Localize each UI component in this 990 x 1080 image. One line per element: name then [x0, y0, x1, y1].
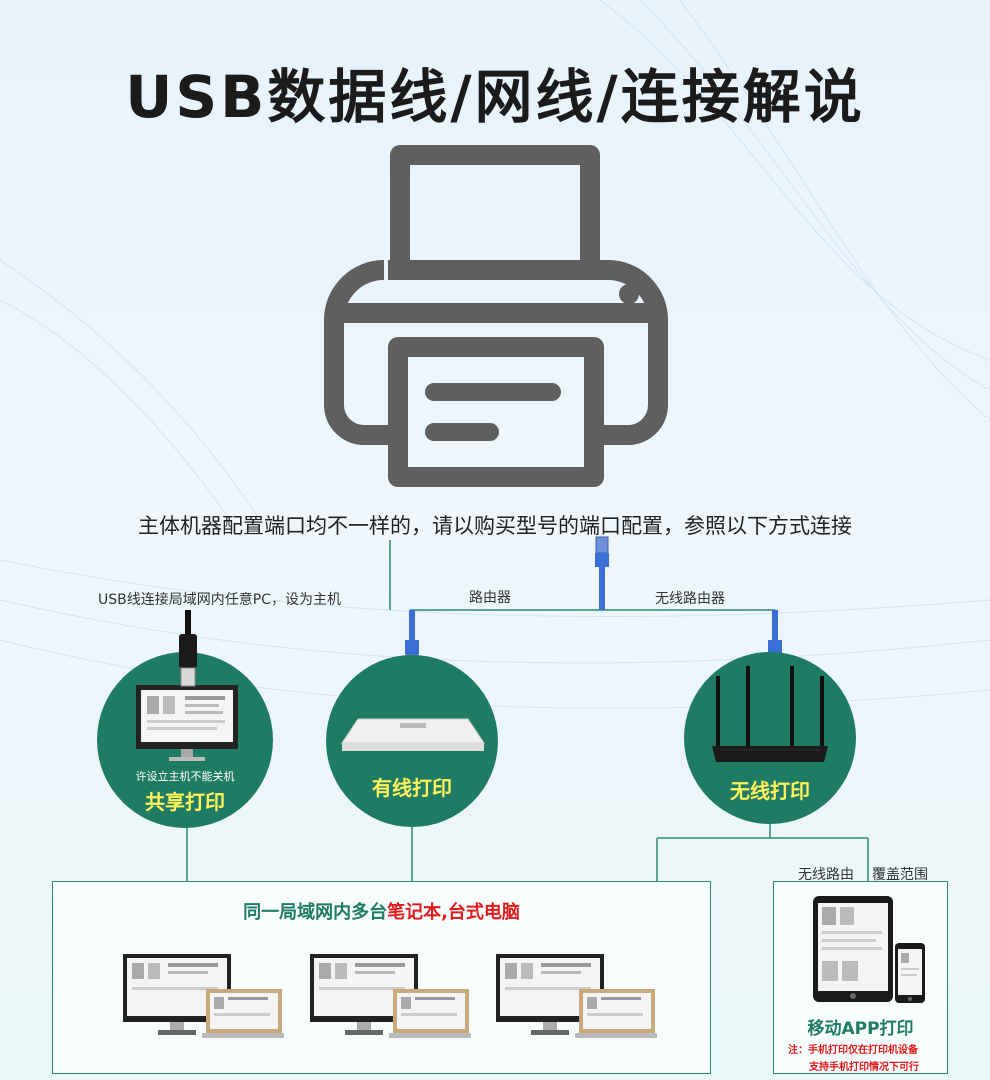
shared-print-note: 许设立主机不能关机 [135, 770, 235, 783]
monitor-icon [123, 954, 231, 1035]
mobile-note-line-2: 支持手机打印情况下可行 [809, 1062, 919, 1073]
usb-connection-label: USB线连接局域网内任意PC，设为主机 [98, 592, 341, 608]
computer-set [310, 954, 471, 1038]
coverage-label-1: 无线路由 [798, 867, 854, 883]
wireless-router-label: 无线路由器 [655, 591, 725, 607]
wireless-router-icon [712, 666, 828, 762]
monitor-icon [496, 954, 604, 1035]
phone-icon [895, 943, 925, 1003]
wired-router-icon [341, 718, 485, 751]
page-title: USB数据线/网线/连接解说 [125, 63, 865, 131]
lan-panel-title-highlight: 笔记本,台式电脑 [387, 902, 520, 923]
wireless-print-circle: 无线打印 [684, 652, 856, 824]
laptop-icon [202, 989, 284, 1038]
lan-panel-title: 同一局域网内多台笔记本,台式电脑 [53, 898, 710, 924]
mobile-panel: 移动APP打印 注：手机打印仅在打印机设备 支持手机打印情况下可行 [773, 881, 948, 1074]
computer-set [496, 954, 657, 1038]
wireless-print-label: 无线打印 [730, 779, 810, 803]
usb-cable-icon [179, 610, 197, 687]
lan-panel-title-prefix: 同一局域网内多台 [243, 902, 388, 923]
intro-text: 主体机器配置端口均不一样的，请以购买型号的端口配置，参照以下方式连接 [138, 514, 852, 538]
computer-set [123, 954, 284, 1038]
shared-print-label: 共享打印 [145, 790, 225, 814]
ethernet-cable-icon [595, 536, 609, 610]
tablet-icon [813, 896, 893, 1002]
wired-print-label: 有线打印 [372, 776, 452, 800]
wired-print-circle: 有线打印 [326, 655, 498, 827]
mobile-app-print-label: 移动APP打印 [807, 1019, 914, 1039]
printer-icon [324, 145, 668, 487]
router-label: 路由器 [469, 590, 511, 606]
coverage-label-2: 覆盖范围 [872, 867, 928, 883]
laptop-icon [389, 989, 471, 1038]
laptop-icon [575, 989, 657, 1038]
monitor-icon [136, 685, 238, 761]
mobile-note-line-1: 注：手机打印仅在打印机设备 [788, 1045, 918, 1056]
